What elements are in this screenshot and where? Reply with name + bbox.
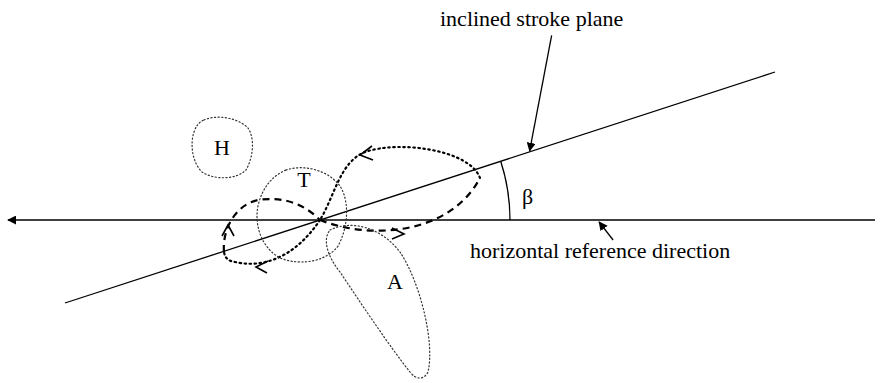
abdomen-outline: A bbox=[320, 222, 438, 380]
body-part-outline bbox=[326, 225, 429, 378]
leader-arrow bbox=[530, 35, 552, 151]
upstroke-path bbox=[320, 147, 480, 220]
body-part-letter: A bbox=[387, 269, 403, 294]
thorax-outline: T bbox=[256, 166, 348, 264]
leader-arrow bbox=[599, 222, 613, 240]
head-outline: H bbox=[190, 116, 254, 180]
body-part-outline bbox=[192, 117, 252, 178]
stroke-plane-label: inclined stroke plane bbox=[440, 6, 623, 31]
angle-arc bbox=[501, 161, 510, 220]
stroke-plane-line bbox=[65, 72, 775, 303]
body-part-letter: T bbox=[297, 167, 310, 192]
direction-arrow bbox=[392, 228, 404, 239]
angle-label: β bbox=[522, 184, 533, 209]
direction-arrow bbox=[256, 261, 268, 273]
abdomen-outline-svg bbox=[320, 222, 438, 380]
downstroke-path bbox=[320, 178, 480, 231]
direction-arrow bbox=[360, 146, 373, 160]
downstroke-path bbox=[224, 199, 320, 252]
direction-arrow bbox=[222, 225, 234, 236]
horizontal-line bbox=[8, 219, 875, 220]
body-part-outline bbox=[257, 168, 347, 262]
body-part-letter: H bbox=[214, 135, 230, 160]
upstroke-path bbox=[224, 220, 320, 264]
reference-label: horizontal reference direction bbox=[470, 238, 730, 263]
